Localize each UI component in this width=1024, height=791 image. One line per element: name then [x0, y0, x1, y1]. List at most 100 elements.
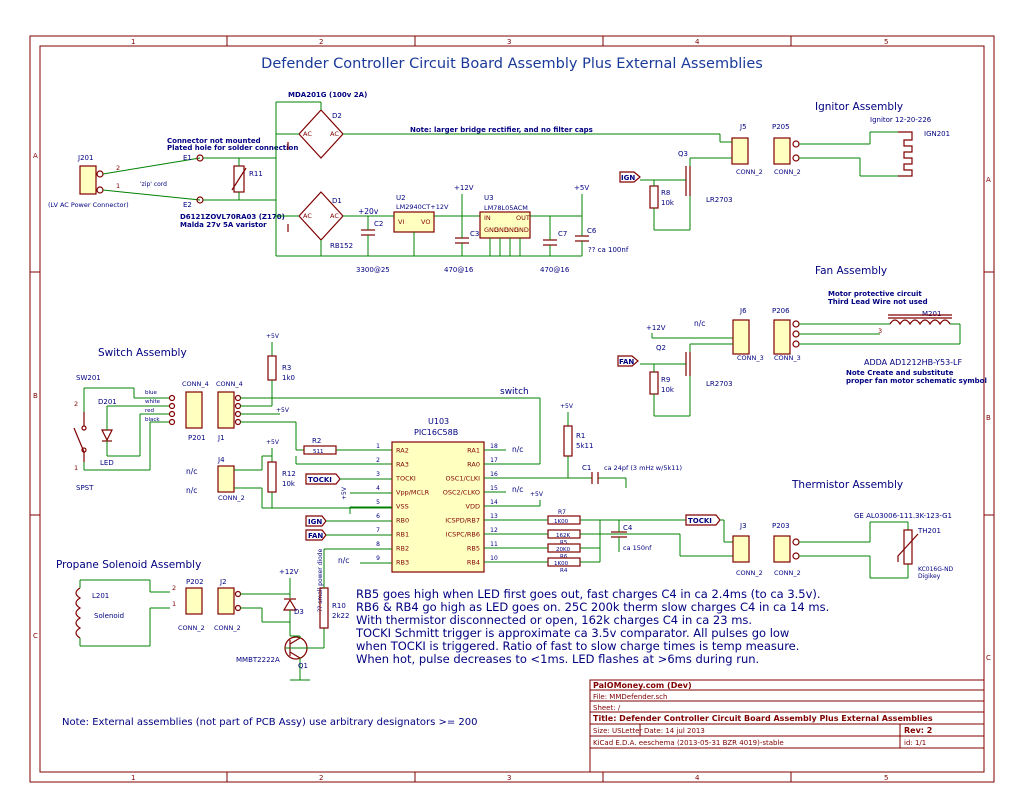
timing-note: RB6 & RB4 go high as LED goes on. 25C 20… [356, 600, 829, 614]
q1-ref: Q1 [298, 662, 308, 670]
plus12-label: +12V [454, 184, 474, 192]
tb-sheet: Sheet: / [593, 704, 621, 712]
d201-value: LED [100, 459, 114, 467]
j4-ref: J4 [217, 456, 225, 464]
page-title: Defender Controller Circuit Board Assemb… [261, 56, 763, 72]
j1-ref: J1 [217, 434, 225, 442]
connector-p202 [185, 587, 203, 615]
external-assemblies-note: Note: External assemblies (not part of P… [62, 717, 478, 728]
r5-value: 162K [556, 533, 570, 539]
pin-number: 2 [74, 400, 78, 408]
u103-pin-name: RB2 [396, 545, 409, 553]
sw201-ref: SW201 [76, 374, 101, 382]
u103-pin-number: 5 [376, 499, 380, 506]
e1-ref: E1 [183, 154, 192, 162]
connector-p205 [773, 137, 791, 165]
plus5-label: +5V [276, 407, 290, 414]
wire-color: black [145, 417, 160, 423]
u3-pin-label: GND [494, 226, 509, 234]
switch-section: Switch Assembly SW201 SPST 2 1 D201 LED … [73, 333, 540, 509]
connector-j6 [732, 319, 750, 355]
nc-label: n/c [694, 319, 705, 328]
j201-value: (LV AC Power Connector) [48, 201, 129, 209]
u3-pin-label: IN [484, 214, 491, 222]
u103-pin-number: 14 [490, 499, 498, 506]
plus12-label: +12V [646, 324, 666, 332]
u103-pin-name: Vpp/MCLR [396, 489, 430, 497]
p201-ref: P201 [188, 434, 206, 442]
r12-ref: R12 [282, 470, 296, 478]
section-title-switch: Switch Assembly [98, 347, 187, 359]
u3-pin-label: OUT [516, 214, 530, 222]
u2-ref: U2 [396, 194, 406, 202]
u3-value: LM78L05ACM [484, 204, 528, 212]
u103-pin-number: 16 [490, 471, 498, 478]
th201-digikey-pn: KC016G-ND [918, 566, 954, 573]
plus5-label: +5V [574, 184, 589, 192]
bridge-note: Note: larger bridge rectifier, and no fi… [410, 126, 593, 134]
col-label: 1 [131, 38, 135, 46]
connector-j1 [217, 391, 235, 429]
col-label: 3 [507, 774, 511, 782]
u103-pin-name: RB5 [467, 545, 480, 553]
connector-j4 [217, 465, 235, 493]
r6-ref: R6 [560, 554, 568, 560]
u103-pin-name: VSS [396, 503, 409, 511]
r7-ref: R7 [558, 509, 566, 516]
c1-value: ca 24pf (3 mHz w/5k11) [604, 464, 682, 472]
l201-value: Solenoid [94, 612, 124, 620]
tb-date: Date: 14 jul 2013 [644, 727, 705, 735]
j3-ref: J3 [739, 522, 747, 530]
plus5-label: +5V [266, 333, 280, 340]
p203-value: CONN_2 [774, 569, 801, 577]
p202-ref: P202 [186, 578, 204, 586]
connector-j201 [79, 165, 97, 195]
q3-ref: Q3 [678, 150, 688, 158]
timing-note: when TOCKI is triggered. Ratio of fast t… [356, 639, 799, 653]
c3-value: 470@16 [444, 266, 474, 274]
r8-ref: R8 [661, 189, 670, 197]
resistor-r9 [649, 371, 659, 395]
p206-ref: P206 [772, 307, 790, 315]
row-label: A [986, 176, 991, 184]
j4-value: CONN_2 [218, 494, 245, 502]
sw201-value: SPST [76, 484, 94, 492]
tb-id: id: 1/1 [904, 739, 926, 747]
p201-value: CONN_4 [182, 380, 209, 388]
r9-ref: R9 [661, 376, 670, 384]
connector-j5 [731, 137, 749, 165]
timing-notes: RB5 goes high when LED first goes out, f… [355, 587, 829, 666]
j6-ref: J6 [739, 307, 747, 315]
nc-label: n/c [186, 467, 197, 476]
zip-cord-label: 'zip' cord [140, 181, 167, 188]
u103-pin-name: ICSPD/RB7 [445, 517, 480, 525]
col-label: 4 [695, 774, 700, 782]
d3-value: ?? small power diode [317, 548, 324, 612]
u103-ref: U103 [428, 417, 449, 426]
pin-number: 1 [116, 182, 120, 190]
row-label: B [986, 414, 991, 422]
q2-value: LR2703 [706, 380, 733, 388]
u103-pin-name: RB1 [396, 531, 409, 539]
u103-pin-number: 7 [376, 527, 380, 534]
u2-value: LM2940CT+12V [396, 203, 449, 211]
resistor-r3 [267, 355, 277, 381]
col-label: 1 [131, 774, 135, 782]
u103-pin-number: 17 [490, 457, 498, 464]
pin-number: 3 [878, 327, 882, 335]
u3-pin-label: GND [514, 226, 529, 234]
j201-ref: J201 [77, 154, 93, 162]
u103-pin-name: ICSPC/RB6 [446, 531, 480, 539]
wire-color: white [145, 399, 161, 405]
u103-pin-number: 8 [376, 541, 380, 548]
connector-j3 [732, 535, 750, 563]
q1-value: MMBT2222A [236, 656, 280, 664]
p203-ref: P203 [772, 522, 790, 530]
u103-right-pins: 18RA117RA016OSC1/CLKI15OSC2/CLKO14VDD13I… [443, 443, 498, 567]
j2-value: CONN_2 [214, 624, 241, 632]
connector-p203 [773, 535, 791, 563]
bridge-d2 [298, 109, 344, 159]
connector-note-2: Plated hole for solder connection [167, 144, 298, 152]
r2-value: 511 [313, 449, 324, 455]
